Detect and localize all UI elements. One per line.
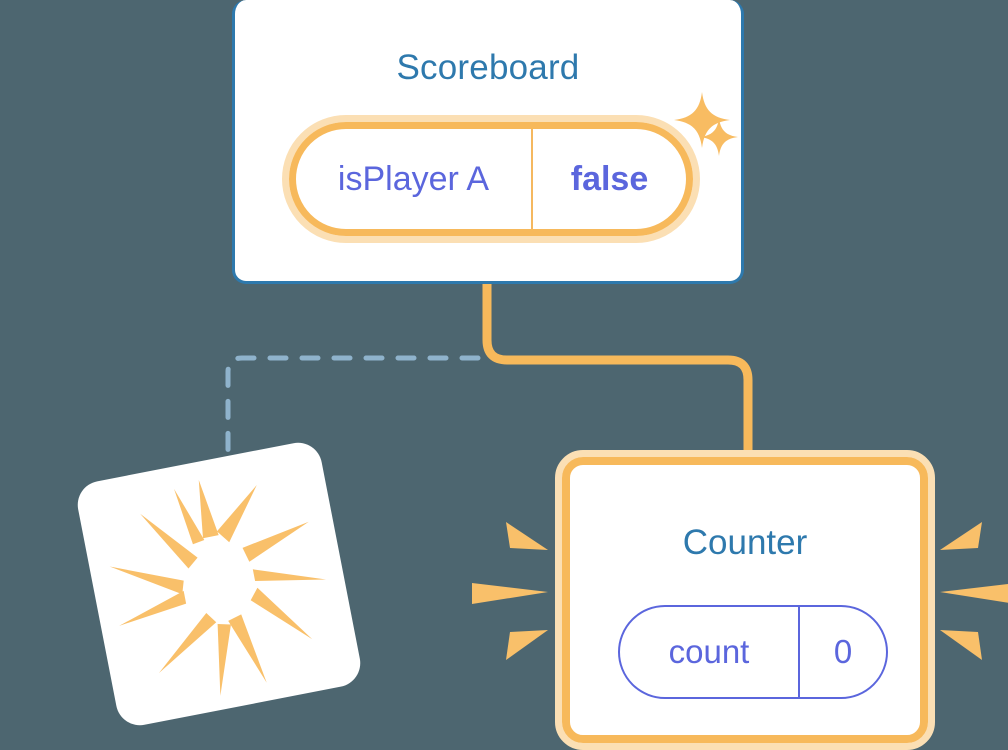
connector-scoreboard-to-counter	[482, 277, 753, 460]
counter-state-key: count	[620, 607, 800, 697]
counter-card-inner: Counter count 0	[562, 457, 928, 743]
scoreboard-state-pill-inner: isPlayer A false	[289, 122, 693, 236]
counter-state-value: 0	[833, 633, 853, 670]
scoreboard-card[interactable]: Scoreboard isPlayer A false	[232, 0, 744, 284]
counter-burst-left-icon	[472, 522, 548, 660]
scoreboard-state-key: isPlayer A	[296, 129, 533, 229]
counter-state-pill[interactable]: count 0	[618, 605, 888, 699]
scoreboard-state-value: false	[570, 159, 649, 198]
counter-title: Counter	[682, 523, 808, 562]
blank-card[interactable]	[73, 438, 365, 730]
scoreboard-state-pill[interactable]: isPlayer A false	[282, 115, 700, 243]
counter-card[interactable]: Counter count 0	[555, 450, 935, 750]
counter-burst-right-icon	[940, 522, 1008, 660]
scoreboard-title: Scoreboard	[396, 48, 580, 87]
